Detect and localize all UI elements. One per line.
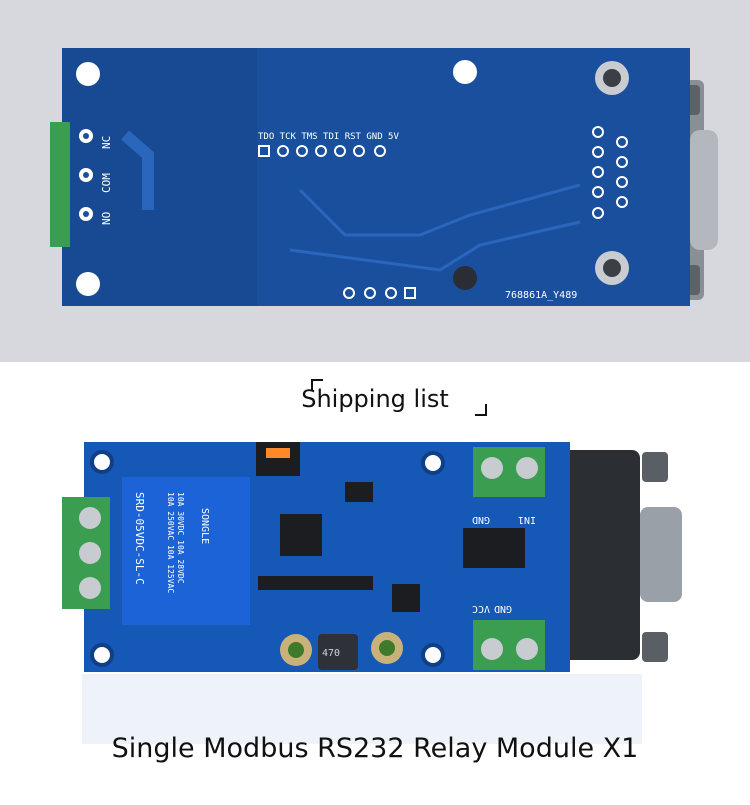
terminal-nc-label: NC [100, 136, 113, 149]
inductor-label: 470 [322, 648, 340, 659]
product-title: Single Modbus RS232 Relay Module X1 [111, 733, 639, 764]
terminal-no-label: NO [100, 212, 113, 225]
shipping-list-heading: Shipping list [301, 385, 449, 413]
bracket-left-corner [311, 379, 323, 391]
relay-rating-2: 10A 30VDC 10A 28VDC [176, 492, 185, 584]
pcb-back-illustration: TDO TCK TMS TDI RST GND 5V 768861A_Y489 … [50, 48, 718, 306]
pcb-front-illustration: SONGLE SRD-05VDC-SL-C 10A 250VAC 10A 125… [62, 442, 682, 744]
bracket-right-corner [475, 404, 487, 416]
terminal-gnd-bottom-label: GND [494, 603, 512, 614]
terminal-in1-label: IN1 [518, 514, 536, 525]
relay-brand: SONGLE [199, 508, 210, 544]
terminal-com-label: COM [100, 173, 113, 193]
relay-model: SRD-05VDC-SL-C [133, 492, 146, 585]
relay-rating-1: 10A 250VAC 10A 125VAC [166, 492, 175, 593]
pcb-front-photo: SONGLE SRD-05VDC-SL-C 10A 250VAC 10A 125… [0, 362, 750, 800]
terminal-vcc-label: VCC [472, 603, 490, 614]
pcb-back-photo: TDO TCK TMS TDI RST GND 5V 768861A_Y489 … [0, 0, 750, 362]
jtag-header-label: TDO TCK TMS TDI RST GND 5V [258, 132, 399, 142]
board-serial: 768861A_Y489 [505, 290, 577, 301]
terminal-gnd-top-label: GND [472, 514, 490, 525]
